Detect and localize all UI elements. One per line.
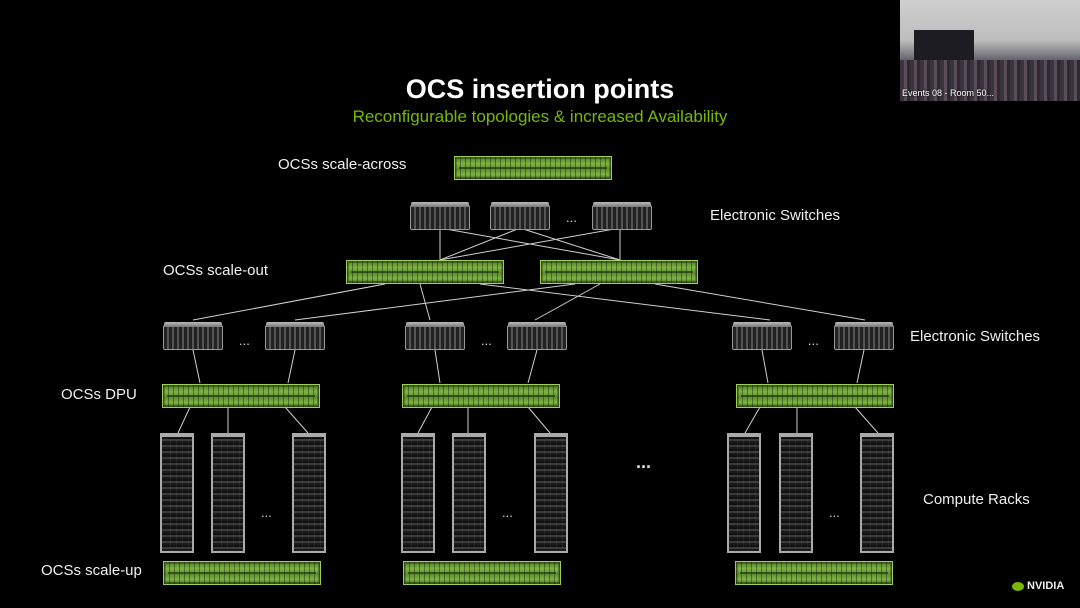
compute-rack xyxy=(727,433,761,553)
nvidia-eye-icon xyxy=(1012,582,1024,591)
link-line xyxy=(855,407,878,433)
label-ocs-dpu: OCSs DPU xyxy=(61,386,137,403)
compute-rack xyxy=(160,433,194,553)
link-line xyxy=(193,284,385,320)
video-caption: Events 08 - Room 50... xyxy=(902,88,994,98)
link-line xyxy=(528,407,550,433)
link-line xyxy=(178,407,190,433)
ellipsis: ... xyxy=(502,505,513,520)
link-line xyxy=(480,284,770,320)
link-line xyxy=(435,350,440,383)
label-ocs-scale-out: OCSs scale-out xyxy=(163,262,268,279)
label-electronic-switches-mid: Electronic Switches xyxy=(910,328,1040,345)
nvidia-logo-text: NVIDIA xyxy=(1027,580,1064,592)
link-line xyxy=(288,350,295,383)
link-line xyxy=(857,350,864,383)
ellipsis: ... xyxy=(808,333,819,348)
label-ocs-scale-across: OCSs scale-across xyxy=(278,156,406,173)
link-line xyxy=(655,284,865,320)
electronic-switch xyxy=(592,205,652,230)
electronic-switch xyxy=(265,325,325,350)
link-line xyxy=(528,350,537,383)
link-line xyxy=(535,284,600,320)
label-compute-racks: Compute Racks xyxy=(923,491,1030,508)
ellipsis: ... xyxy=(239,333,250,348)
label-electronic-switches-top: Electronic Switches xyxy=(710,207,840,224)
link-line xyxy=(745,407,760,433)
ocs-scale-up-unit xyxy=(735,561,893,585)
video-screen xyxy=(914,30,974,64)
link-line xyxy=(193,350,200,383)
compute-rack xyxy=(860,433,894,553)
group-ellipsis: ... xyxy=(636,452,651,473)
link-line xyxy=(420,284,430,320)
link-line xyxy=(440,228,520,260)
ocs-dpu-unit xyxy=(402,384,560,408)
compute-rack xyxy=(292,433,326,553)
electronic-switch xyxy=(410,205,470,230)
compute-rack xyxy=(401,433,435,553)
ocs-scale-up-unit xyxy=(163,561,321,585)
ocs-scale-up-unit xyxy=(403,561,561,585)
speaker-video-thumbnail[interactable]: Events 08 - Room 50... xyxy=(900,0,1080,101)
ellipsis: ... xyxy=(261,505,272,520)
ellipsis: ... xyxy=(566,210,577,225)
compute-rack xyxy=(534,433,568,553)
electronic-switch xyxy=(834,325,894,350)
compute-rack xyxy=(452,433,486,553)
ellipsis: ... xyxy=(481,333,492,348)
electronic-switch xyxy=(507,325,567,350)
ocs-scale-across-unit xyxy=(454,156,612,180)
link-line xyxy=(520,228,620,260)
ocs-dpu-unit xyxy=(162,384,320,408)
ellipsis: ... xyxy=(829,505,840,520)
compute-rack xyxy=(211,433,245,553)
electronic-switch xyxy=(490,205,550,230)
electronic-switch xyxy=(405,325,465,350)
link-line xyxy=(285,407,308,433)
compute-rack xyxy=(779,433,813,553)
ocs-scale-out-unit xyxy=(540,260,698,284)
ocs-scale-out-unit xyxy=(346,260,504,284)
link-line xyxy=(418,407,432,433)
ocs-dpu-unit xyxy=(736,384,894,408)
link-line xyxy=(762,350,768,383)
nvidia-logo: NVIDIA xyxy=(1012,580,1064,592)
label-ocs-scale-up: OCSs scale-up xyxy=(41,562,142,579)
electronic-switch xyxy=(163,325,223,350)
electronic-switch xyxy=(732,325,792,350)
link-line xyxy=(295,284,575,320)
